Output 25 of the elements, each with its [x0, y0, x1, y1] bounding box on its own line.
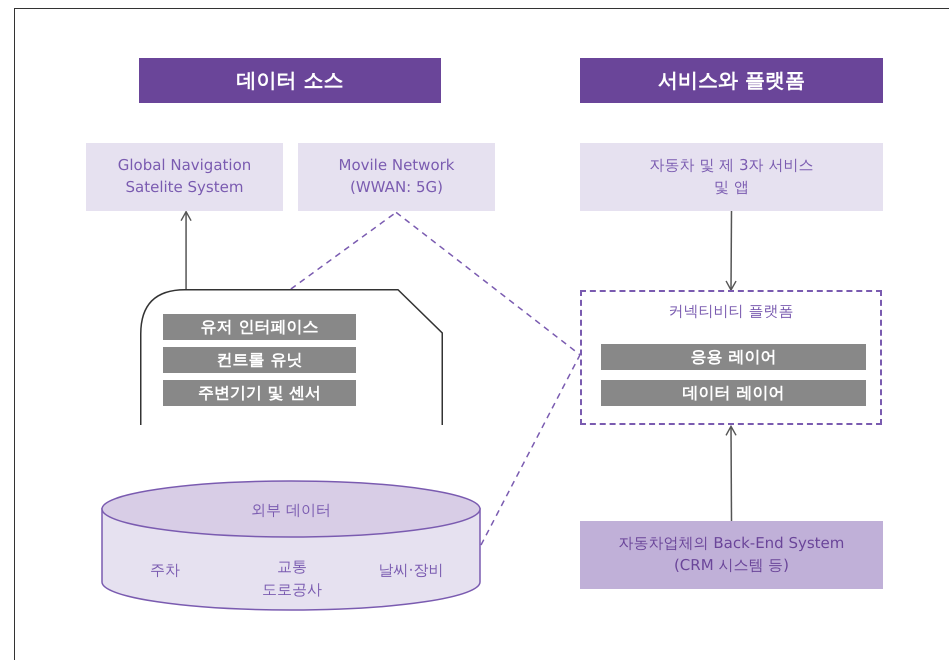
arrow [180, 210, 192, 289]
vehicle-box [140, 289, 443, 425]
dashed-connector [396, 212, 580, 356]
info-box: 자동차업체의 Back-End System (CRM 시스템 등) [580, 521, 883, 589]
data-item: 주차 [149, 560, 181, 581]
dashed-connector [480, 354, 581, 546]
layer-bar: 컨트롤 유닛 [163, 347, 356, 373]
layer-bar: 응용 레이어 [601, 344, 866, 370]
cylinder-title: 외부 데이터 [250, 500, 332, 521]
data-item: 교통 도로공사 [261, 556, 323, 600]
arrow [725, 426, 737, 521]
header-band: 서비스와 플랫폼 [580, 58, 883, 103]
platform-box [580, 290, 882, 425]
layer-bar: 유저 인터페이스 [163, 314, 356, 340]
database-cylinder [101, 480, 481, 610]
header-band: 데이터 소스 [139, 58, 441, 103]
box-title: 커넥티비티 플랫폼 [668, 302, 794, 321]
data-item: 날씨·장비 [378, 560, 444, 581]
dashed-connector [290, 212, 397, 290]
layer-bar: 데이터 레이어 [601, 380, 866, 406]
info-box: 자동차 및 제 3자 서비스 및 앱 [580, 143, 883, 211]
info-box: Movile Network (WWAN: 5G) [298, 143, 495, 211]
arrow [725, 211, 737, 291]
layer-bar: 주변기기 및 센서 [163, 380, 356, 406]
info-box: Global Navigation Satelite System [86, 143, 283, 211]
